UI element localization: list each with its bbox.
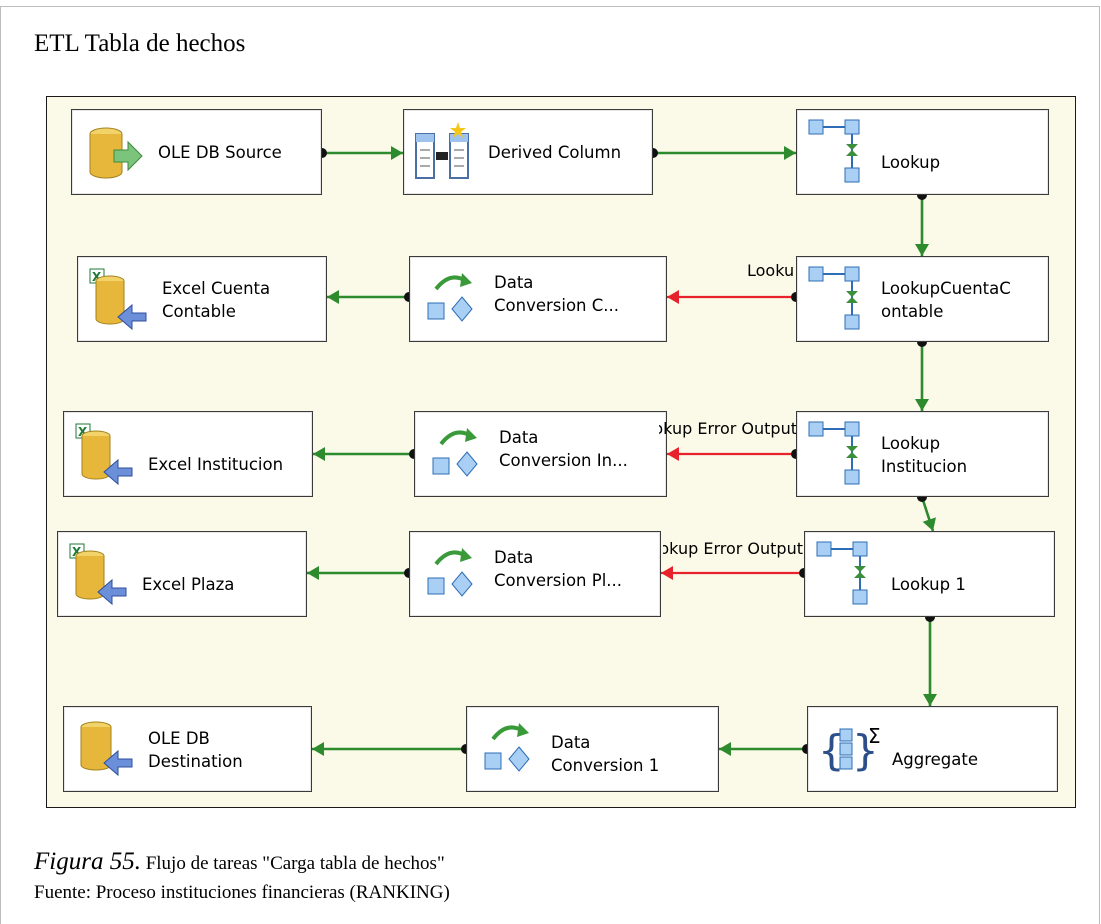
error-output-text: Lookup Error Output <box>663 539 803 558</box>
connector-arrowhead <box>327 290 339 304</box>
data-conversion-icon <box>426 267 484 335</box>
data-conversion-c-node[interactable]: Data Conversion C... <box>409 256 667 342</box>
excel-cuenta-contable-node[interactable]: X Excel Cuenta Contable <box>77 256 327 342</box>
connector-arrowhead <box>922 517 936 531</box>
error-output-label: Lookup Error Output <box>663 539 803 558</box>
node-label: Lookup 1 <box>891 575 966 594</box>
node-label: Aggregate <box>892 750 979 769</box>
connector-arrowhead <box>667 290 679 304</box>
excel-destination-icon: X <box>74 422 136 492</box>
connector-arrowhead <box>915 244 929 256</box>
lookup-institucion-node[interactable]: Lookup Institucion <box>796 411 1049 497</box>
data-flow-canvas[interactable]: OLE DB Source Derived Column <box>46 96 1076 808</box>
node-label: Excel Institucion <box>148 455 284 474</box>
excel-plaza-node[interactable]: X Excel Plaza <box>57 531 307 617</box>
node-label: Data Conversion In... <box>499 428 628 470</box>
node-label: Data Conversion Pl... <box>494 548 623 590</box>
connector-arrowhead <box>719 742 731 756</box>
aggregate-icon: { } Σ <box>818 719 886 783</box>
aggregate-node[interactable]: { } Σ Aggregate <box>807 706 1058 792</box>
excel-destination-icon: X <box>68 542 130 612</box>
data-conversion-in-node[interactable]: Data Conversion In... <box>414 411 667 497</box>
figure-caption: Figura 55. Flujo de tareas "Carga tabla … <box>34 848 445 876</box>
lookup-icon <box>807 418 867 492</box>
connector-arrowhead <box>391 146 403 160</box>
lookup-1-node[interactable]: Lookup 1 <box>804 531 1055 617</box>
lookup-node[interactable]: Lookup <box>796 109 1049 195</box>
connector-arrowhead <box>307 566 319 580</box>
error-output-text: Lookup Error Output <box>659 419 797 438</box>
svg-text:}: } <box>852 726 879 775</box>
node-label: Data Conversion 1 <box>551 733 660 775</box>
node-label: OLE DB Source <box>158 143 282 162</box>
figure-frame <box>0 6 1100 924</box>
svg-text:X: X <box>78 425 88 439</box>
connector-arrowhead <box>784 146 796 160</box>
data-conversion-pl-node[interactable]: Data Conversion Pl... <box>409 531 661 617</box>
lookup-icon <box>807 116 867 190</box>
ole-db-destination-node[interactable]: OLE DB Destination <box>63 706 312 792</box>
db-destination-icon <box>74 719 136 783</box>
derived-column-icon <box>412 120 476 188</box>
node-label: Excel Plaza <box>142 575 235 594</box>
excel-destination-icon: X <box>88 267 150 337</box>
derived-column-node[interactable]: Derived Column <box>403 109 653 195</box>
lookup-icon <box>815 538 875 612</box>
connector-arrowhead <box>667 447 679 461</box>
connector-arrowhead <box>312 742 324 756</box>
figure-number: Figura 55. <box>34 848 141 875</box>
data-conversion-icon <box>431 422 489 490</box>
node-label: Data Conversion C... <box>494 273 620 315</box>
figure-title: ETL Tabla de hechos <box>34 30 246 57</box>
data-conversion-1-node[interactable]: Data Conversion 1 <box>466 706 719 792</box>
node-label: LookupCuentaC ontable <box>881 279 1011 321</box>
connector-arrowhead <box>661 566 673 580</box>
svg-text:X: X <box>92 270 102 284</box>
data-conversion-icon <box>483 717 541 785</box>
error-output-label: Lookup Error Output <box>659 419 797 438</box>
connector-arrowhead <box>915 399 929 411</box>
connector-arrowhead <box>923 694 937 706</box>
node-label: OLE DB Destination <box>148 729 243 771</box>
lookup-icon <box>807 263 867 337</box>
data-conversion-icon <box>426 542 484 610</box>
node-label: Derived Column <box>488 143 622 162</box>
lookup-cuenta-contable-node[interactable]: LookupCuentaC ontable <box>796 256 1049 342</box>
db-source-icon <box>84 126 146 186</box>
excel-institucion-node[interactable]: X Excel Institucion <box>63 411 313 497</box>
connector-arrowhead <box>313 447 325 461</box>
ole-db-source-node[interactable]: OLE DB Source <box>71 109 322 195</box>
node-label: Lookup <box>881 153 941 172</box>
node-label: Lookup Institucion <box>881 434 968 476</box>
error-output-label: Lookup Error Output <box>747 261 793 280</box>
svg-text:Σ: Σ <box>868 724 881 748</box>
svg-text:X: X <box>72 545 82 559</box>
figure-description: Flujo de tareas "Carga tabla de hechos" <box>140 853 445 874</box>
figure-source: Fuente: Proceso instituciones financiera… <box>34 882 450 903</box>
node-label: Excel Cuenta Contable <box>162 279 271 321</box>
